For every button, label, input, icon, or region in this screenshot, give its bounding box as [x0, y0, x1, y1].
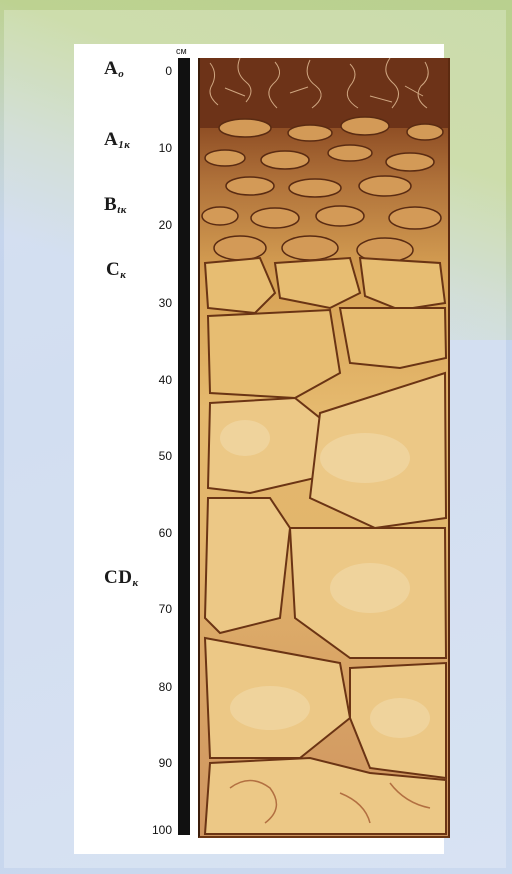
depth-tick-70: 70: [146, 602, 172, 616]
depth-tick-50: 50: [146, 449, 172, 463]
depth-tick-10: 10: [146, 141, 172, 155]
horizon-label-cd: CDк: [104, 567, 139, 589]
depth-tick-90: 90: [146, 756, 172, 770]
depth-tick-30: 30: [146, 296, 172, 310]
depth-tick-100: 100: [146, 823, 172, 837]
depth-tick-80: 80: [146, 680, 172, 694]
horizon-label-a1: A1к: [104, 129, 130, 151]
horizon-label-c: Cк: [106, 259, 126, 281]
soil-profile-illustration: [198, 58, 450, 838]
horizon-label-a0: Ao: [104, 58, 124, 80]
depth-unit-label: см: [176, 46, 187, 56]
depth-ruler: [178, 58, 190, 835]
horizon-label-bt: Btк: [104, 194, 127, 216]
depth-tick-0: 0: [146, 64, 172, 78]
soil-profile-drawing: [200, 58, 448, 836]
depth-tick-40: 40: [146, 373, 172, 387]
depth-tick-60: 60: [146, 526, 172, 540]
depth-tick-20: 20: [146, 218, 172, 232]
